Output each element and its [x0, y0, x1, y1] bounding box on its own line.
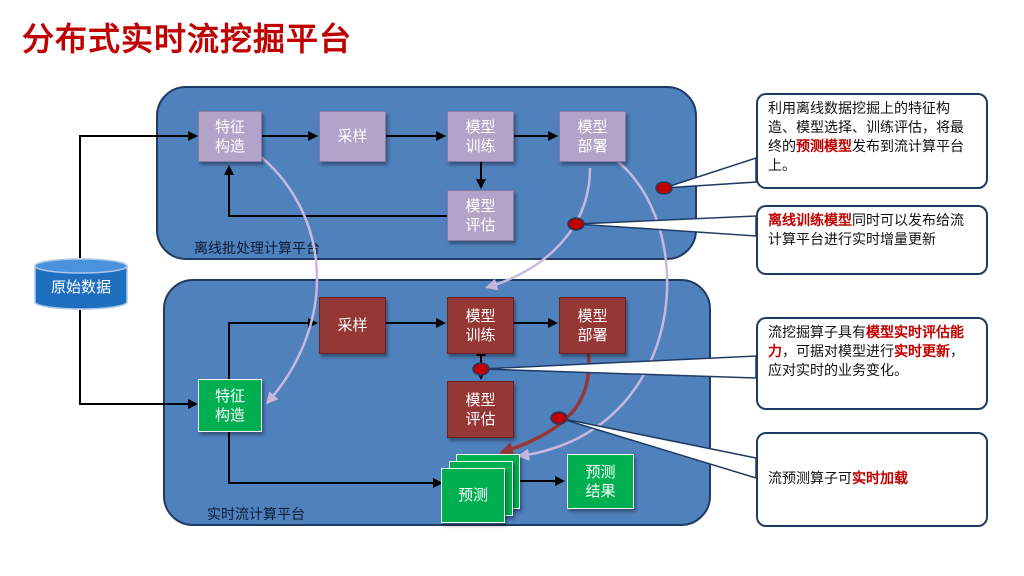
callout-offline-publish: 利用离线数据挖掘上的特征构造、模型选择、训练评估，将最终的预测模型发布到流计算平…: [756, 93, 988, 189]
callout-text: 同时可以发布给流计算平台进行实时增量更新: [768, 213, 964, 248]
predict-box: 预测: [441, 468, 505, 523]
callout-highlight: 模型实时评估能力: [768, 325, 964, 360]
source-data-label: 原始数据: [50, 278, 111, 296]
page-title: 分布式实时流挖掘平台: [22, 20, 353, 58]
callout-text: 流预测算子可: [768, 471, 852, 487]
offline-platform-label: 离线批处理计算平台: [194, 241, 320, 257]
offline-train-box: 模型 训练: [447, 111, 514, 162]
callout-text: ，可据对模型进行: [782, 344, 894, 360]
database-icon: [34, 258, 128, 310]
callout-incremental-update: 离线训练模型同时可以发布给流计算平台进行实时增量更新: [756, 205, 988, 275]
realtime-train-box: 模型 训练: [447, 297, 514, 354]
offline-feature-box: 特征 构造: [198, 111, 262, 162]
callout-highlight: 实时更新: [894, 344, 950, 360]
callout-highlight: 离线训练模型: [768, 213, 852, 229]
callout-text: 利用离线数据挖掘上的特征构造、模型选择、训练评估，将最终的: [768, 101, 964, 155]
realtime-deploy-box: 模型 部署: [559, 297, 626, 354]
realtime-platform-label: 实时流计算平台: [207, 507, 305, 523]
callout-text: ，应对实时的业务变化。: [768, 344, 964, 379]
callout-highlight: 实时加载: [852, 471, 908, 487]
offline-deploy-box: 模型 部署: [559, 111, 626, 162]
callout-realtime-load: 流预测算子可实时加载: [756, 432, 988, 527]
callout-highlight: 预测模型: [796, 139, 852, 155]
realtime-eval-box: 模型 评估: [447, 381, 514, 438]
prediction-result-box: 预测 结果: [567, 454, 634, 509]
callout-realtime-eval: 流挖掘算子具有模型实时评估能力，可据对模型进行实时更新，应对实时的业务变化。: [756, 317, 988, 410]
offline-sample-box: 采样: [319, 111, 386, 162]
realtime-feature-box: 特征 构造: [198, 379, 262, 432]
realtime-sample-box: 采样: [319, 297, 386, 354]
callout-text: 流挖掘算子具有: [768, 325, 866, 341]
callout-text: 发布到流计算平台上。: [768, 139, 964, 174]
offline-eval-box: 模型 评估: [447, 190, 514, 241]
